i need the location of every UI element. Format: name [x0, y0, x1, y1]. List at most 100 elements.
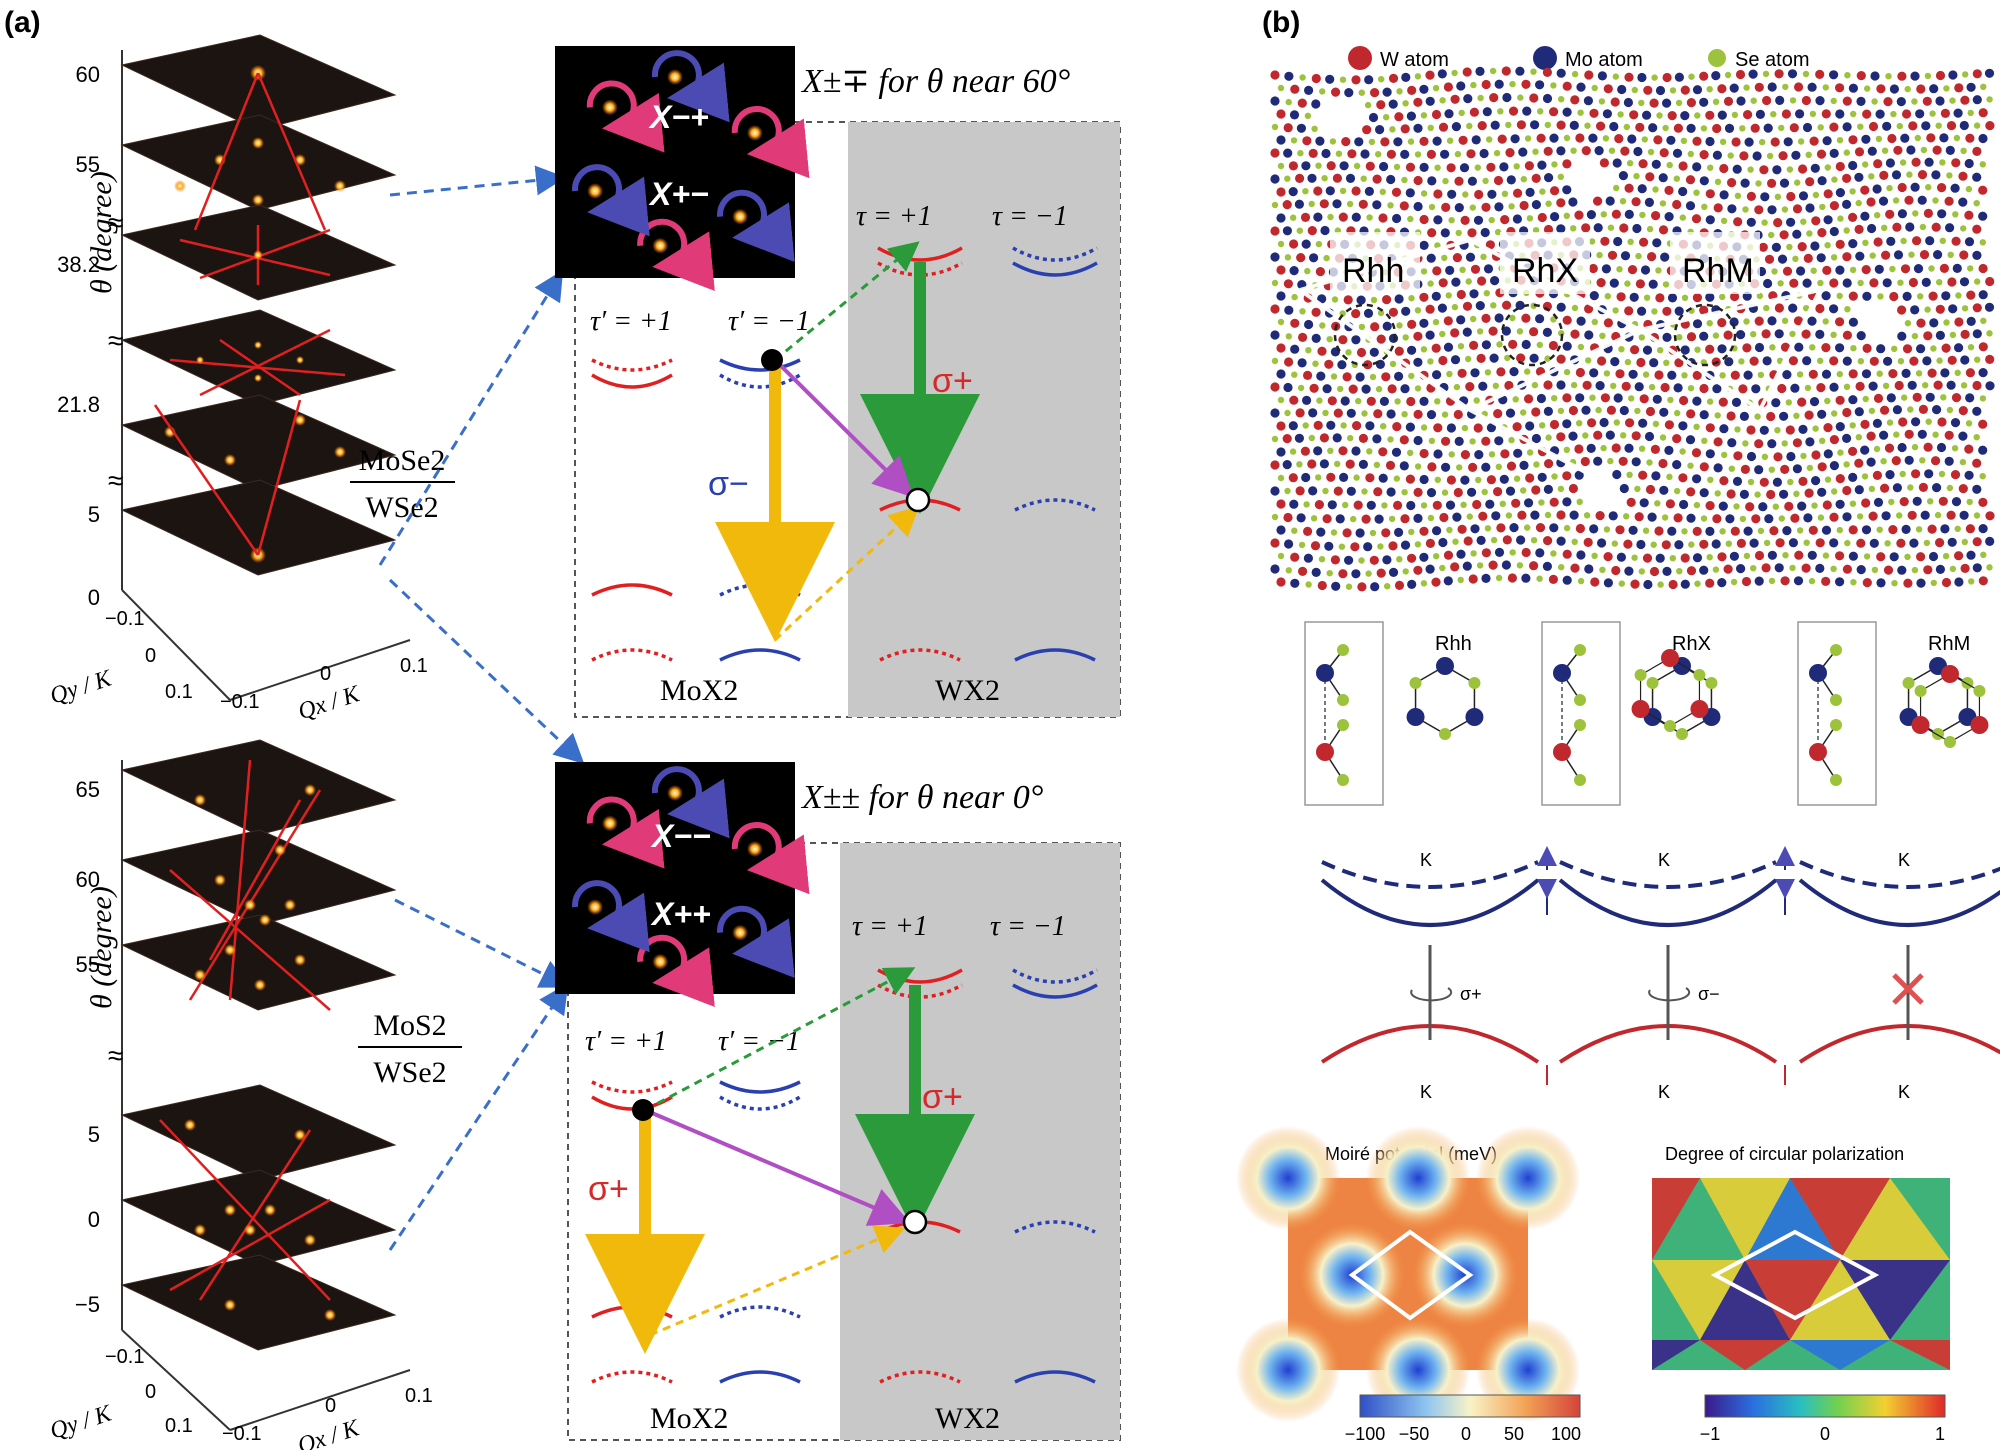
lattice-atom: [1719, 163, 1729, 174]
lattice-atom: [1653, 135, 1663, 145]
stacking-label: Rhh: [1342, 252, 1404, 290]
lattice-atom: [1790, 383, 1800, 393]
lattice-atom: [1915, 370, 1923, 377]
lattice-atom: [1717, 344, 1727, 354]
lattice-atom: [1908, 121, 1918, 131]
lattice-atom: [1352, 421, 1362, 431]
lattice-atom: [1539, 422, 1546, 429]
lattice-atom: [1966, 498, 1973, 506]
lattice-atom: [1466, 122, 1473, 130]
lattice-atom: [1419, 474, 1429, 485]
lattice-atom: [1680, 111, 1690, 121]
lattice-atom: [1719, 476, 1729, 486]
lattice-atom: [1381, 528, 1391, 538]
lattice-atom: [1631, 86, 1639, 94]
lattice-atom: [1854, 458, 1864, 468]
lattice-atom: [1427, 462, 1437, 472]
atom: [1436, 657, 1454, 675]
lattice-atom: [1932, 405, 1942, 415]
lattice-atom: [1320, 225, 1330, 236]
lattice-atom: [1455, 229, 1462, 237]
lattice-atom: [1817, 514, 1825, 521]
lattice-atom: [1651, 159, 1661, 169]
lattice-atom: [1469, 204, 1477, 211]
lattice-atom: [1407, 215, 1414, 223]
lattice-atom: [1537, 472, 1547, 482]
axis-break-symbol: ≈: [108, 325, 123, 356]
lattice-atom: [1781, 206, 1789, 213]
lattice-atom: [1699, 150, 1709, 160]
lattice-atom: [1916, 318, 1926, 328]
lattice-atom: [1678, 161, 1688, 171]
lattice-atom: [1805, 151, 1812, 158]
lattice-atom: [1959, 458, 1967, 466]
lattice-atom: [1817, 124, 1824, 131]
lattice-atom: [1848, 135, 1858, 145]
k-label: K: [1898, 1082, 1910, 1102]
lattice-atom: [1542, 93, 1553, 104]
lattice-atom: [1972, 250, 1982, 260]
lattice-atom: [1308, 200, 1315, 208]
band-curve: [879, 648, 961, 662]
lattice-atom: [1717, 110, 1727, 120]
polarization-domain: [1790, 1178, 1890, 1260]
lattice-atom: [1414, 385, 1422, 392]
lattice-atom: [1426, 253, 1436, 263]
lattice-atom: [1676, 568, 1683, 575]
lattice-atom: [1285, 567, 1293, 574]
lattice-atom: [1600, 393, 1610, 403]
lattice-atom: [1925, 236, 1935, 246]
lattice-atom: [1483, 264, 1494, 274]
lattice-atom: [1447, 189, 1457, 199]
band-curve: [1012, 983, 1098, 999]
lattice-atom: [1816, 253, 1826, 263]
lattice-atom: [1496, 367, 1506, 377]
lattice-atom: [1289, 239, 1299, 249]
lattice-atom: [1978, 108, 1988, 118]
lattice-atom: [1835, 395, 1845, 405]
lattice-atom: [1923, 565, 1933, 575]
lattice-atom: [1973, 512, 1981, 519]
lattice-atom: [1299, 308, 1306, 315]
lattice-atom: [1494, 79, 1504, 89]
band-diagram-bottom: X±± for θ near 0° X−− X++ τ′ = +1 τ′ = −…: [555, 762, 1121, 1441]
lattice-atom: [1985, 276, 1995, 287]
lattice-atom: [1906, 145, 1916, 155]
lattice-atom: [1874, 264, 1884, 274]
lattice-atom: [1633, 146, 1643, 157]
lattice-atom: [1316, 371, 1326, 381]
lattice-atom: [1925, 392, 1935, 402]
lattice-atom: [1568, 197, 1578, 207]
lattice-atom: [1896, 122, 1904, 130]
lattice-atom: [1315, 240, 1323, 248]
lattice-atom: [1760, 192, 1770, 202]
lattice-atom: [1350, 515, 1357, 523]
lattice-atom: [1284, 71, 1294, 81]
lattice-atom: [1767, 178, 1777, 188]
lattice-atom: [1485, 499, 1495, 509]
lattice-atom: [1647, 512, 1657, 522]
lattice-atom: [1302, 395, 1312, 405]
qy-tick: 0.1: [165, 681, 193, 703]
material-top: MoSe2: [359, 444, 446, 477]
lattice-atom: [1889, 84, 1899, 94]
lattice-atom: [1674, 540, 1684, 550]
lattice-atom: [1373, 409, 1383, 419]
lattice-atom: [1331, 87, 1341, 97]
lattice-atom: [1450, 355, 1461, 365]
lattice-atom: [1771, 242, 1781, 252]
lattice-atom: [1824, 164, 1832, 171]
lattice-atom: [1425, 96, 1435, 106]
lattice-atom: [1736, 96, 1746, 106]
lattice-atom: [1628, 395, 1635, 402]
lattice-atom: [1958, 197, 1968, 207]
qx-label: Qx / K: [295, 681, 365, 726]
lattice-atom: [1739, 125, 1746, 132]
lattice-atom: [1351, 309, 1361, 319]
lattice-atom: [1335, 150, 1343, 157]
lattice-atom: [1728, 465, 1736, 472]
lattice-atom: [1911, 566, 1919, 574]
lattice-atom: [1428, 203, 1436, 211]
circulation-arrow: [586, 796, 665, 869]
